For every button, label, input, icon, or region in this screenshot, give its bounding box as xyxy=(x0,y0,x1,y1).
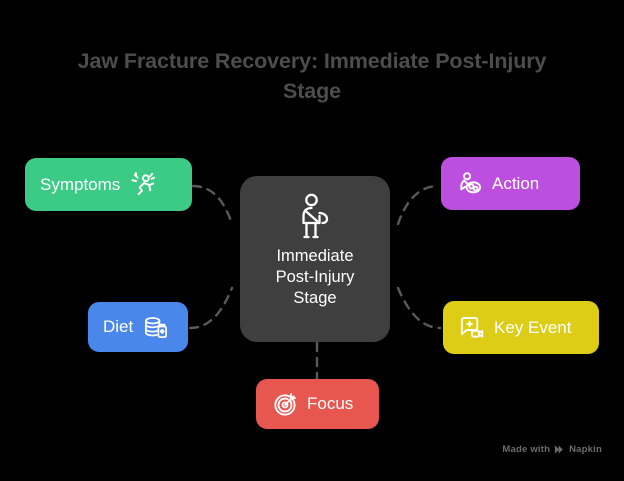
connector-symptoms xyxy=(191,184,234,226)
node-action[interactable]: Action xyxy=(441,157,580,210)
node-action-label: Action xyxy=(492,173,540,193)
node-symptoms[interactable]: Symptoms xyxy=(25,158,192,211)
page-title-line-1: Jaw Fracture Recovery: Immediate Post-In… xyxy=(77,49,547,73)
connector-action xyxy=(396,184,440,226)
center-label-line-3: Stage xyxy=(293,289,337,307)
person-in-pain-icon xyxy=(131,171,156,196)
target-arrow-icon xyxy=(274,392,296,416)
center-node-label: Immediate Post-Injury Stage xyxy=(276,246,355,309)
node-keyevent-label: Key Event xyxy=(494,317,572,337)
node-keyevent[interactable]: Key Event xyxy=(443,301,599,354)
node-diet-label: Diet xyxy=(103,317,134,336)
center-node[interactable]: Immediate Post-Injury Stage xyxy=(240,176,390,342)
center-label-line-1: Immediate xyxy=(276,247,354,265)
connector-diet xyxy=(188,286,234,330)
node-focus[interactable]: Focus xyxy=(256,379,379,429)
person-activity-icon xyxy=(460,172,482,194)
node-diet[interactable]: Diet xyxy=(88,302,188,352)
node-symptoms-label: Symptoms xyxy=(40,174,121,194)
napkin-watermark: Made with Napkin xyxy=(502,444,602,455)
person-arm-sling-icon xyxy=(302,193,329,239)
watermark-brand-text: Napkin xyxy=(569,444,602,455)
center-label-line-2: Post-Injury xyxy=(275,268,355,286)
medical-message-video-icon xyxy=(460,317,484,338)
pills-supplement-bottle-icon xyxy=(145,316,168,338)
watermark-made-with-text: Made with xyxy=(502,444,551,455)
node-focus-label: Focus xyxy=(307,394,354,413)
page-title: Jaw Fracture Recovery: Immediate Post-In… xyxy=(52,46,572,106)
napkin-chevron-logo xyxy=(555,445,563,454)
page-title-line-2: Stage xyxy=(282,79,342,103)
connector-keyevent xyxy=(396,286,442,330)
